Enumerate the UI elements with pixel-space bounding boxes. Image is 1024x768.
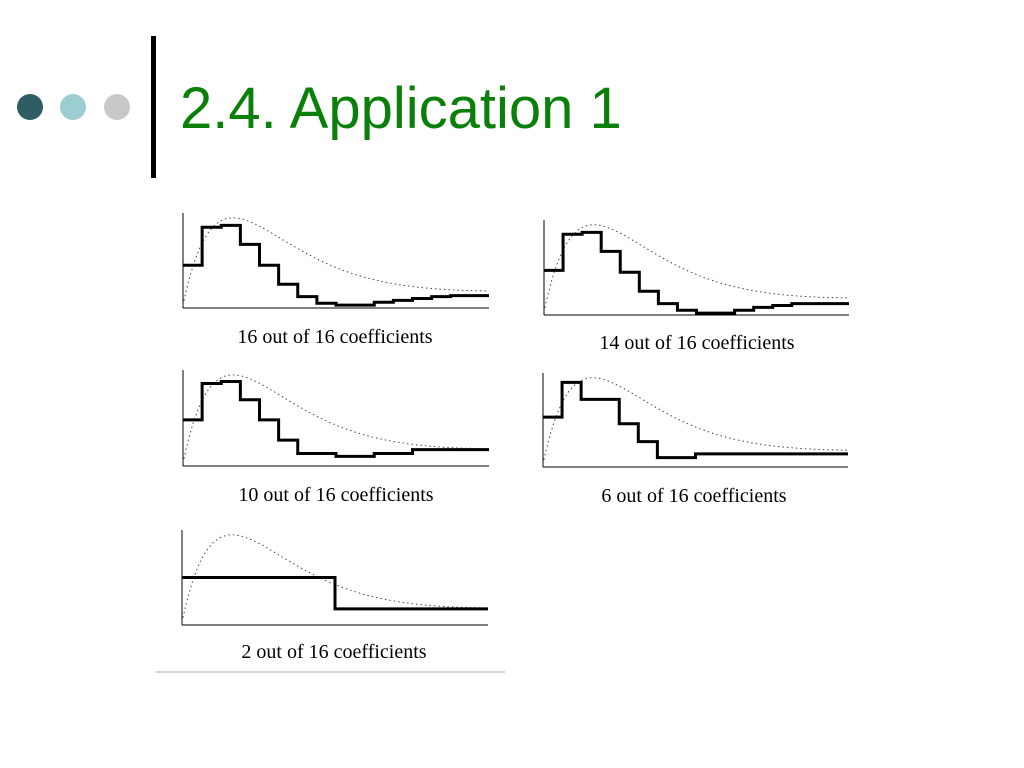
original-signal-curve: [182, 374, 490, 464]
panel-10-of-16: 10 out of 16 coefficients: [182, 370, 490, 506]
panel-caption: 16 out of 16 coefficients: [237, 326, 432, 348]
approximation-step-curve: [182, 576, 488, 611]
original-signal-curve: [542, 377, 848, 465]
title-divider: [151, 36, 156, 178]
panel-2-of-16: 2 out of 16 coefficients: [181, 530, 488, 663]
approximation-step-curve: [183, 223, 489, 307]
bullet-dot-dark: [17, 94, 43, 120]
panel-6-of-16: 6 out of 16 coefficients: [542, 373, 848, 507]
bullet-dot-teal: [60, 94, 86, 120]
approximation-step-curve: [183, 380, 489, 458]
approximation-step-curve: [543, 380, 848, 460]
panel-caption: 10 out of 16 coefficients: [238, 484, 433, 506]
panel-caption: 2 out of 16 coefficients: [241, 641, 426, 663]
original-signal-curve: [182, 217, 489, 306]
panel-14-of-16: 14 out of 16 coefficients: [543, 220, 849, 354]
original-signal-curve: [543, 224, 849, 313]
panel-caption: 14 out of 16 coefficients: [599, 332, 794, 354]
panel-caption: 6 out of 16 coefficients: [601, 485, 786, 507]
slide-title: 2.4. Application 1: [180, 76, 622, 141]
bullet-dot-gray: [104, 94, 130, 120]
original-signal-curve: [181, 534, 488, 623]
approximation-step-curve: [544, 230, 849, 315]
panel-16-of-16: 16 out of 16 coefficients: [182, 213, 489, 348]
